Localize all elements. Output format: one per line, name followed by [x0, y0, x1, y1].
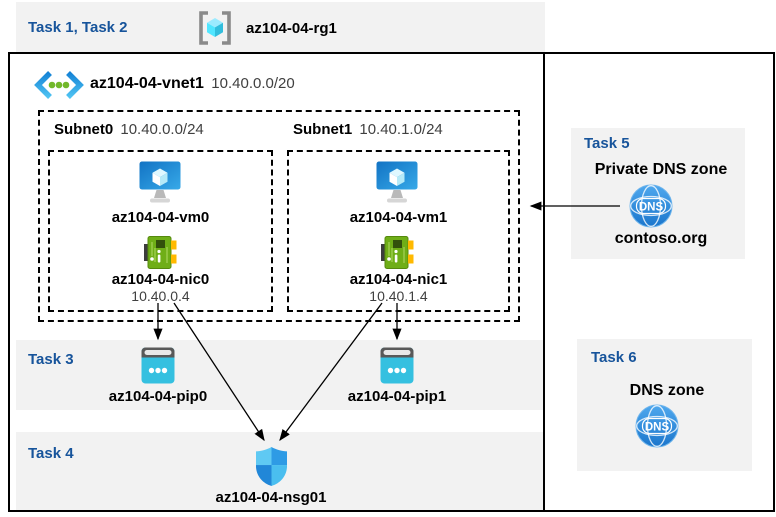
task6-panel: Task 6 DNS zone DNS	[577, 339, 752, 471]
subnets-container	[38, 110, 520, 322]
vm1-label: az104-04-vm1	[349, 209, 448, 226]
vm1-icon	[376, 161, 418, 203]
nic0-ip: 10.40.0.4	[131, 288, 190, 304]
nic1-label: az104-04-nic1	[349, 271, 448, 288]
task6-label: Task 6	[591, 349, 637, 366]
subnet0-cidr: 10.40.0.0/24	[120, 121, 204, 138]
pip1-icon	[380, 347, 414, 384]
nsg-label: az104-04-nsg01	[215, 489, 327, 506]
vm0-icon	[139, 161, 181, 203]
task12-label: Task 1, Task 2	[28, 19, 128, 36]
dns-zone-icon: DNS	[635, 404, 679, 448]
pip0-icon	[141, 347, 175, 384]
subnet1-cidr: 10.40.1.0/24	[359, 121, 443, 138]
subnet1-name: Subnet1	[293, 121, 353, 138]
resource-group-name: az104-04-rg1	[246, 20, 337, 37]
pip1-label: az104-04-pip1	[347, 388, 447, 405]
subnet0-title: Subnet0 10.40.0.0/24	[54, 121, 204, 138]
vnet-cidr: 10.40.0.0/20	[211, 75, 295, 92]
task4-label: Task 4	[28, 445, 74, 462]
private-dns-zone-title: Private DNS zone	[594, 161, 728, 178]
task5-panel: Task 5 Private DNS zone DNS contoso.org	[571, 128, 745, 259]
private-dns-icon-text: DNS	[639, 202, 664, 214]
dns-zone-icon-text: DNS	[645, 422, 670, 434]
resource-group-icon	[199, 11, 231, 45]
subnet0-name: Subnet0	[54, 121, 114, 138]
vnet-name: az104-04-vnet1	[90, 75, 204, 92]
dns-zone-title: DNS zone	[629, 382, 705, 399]
vnet-title: az104-04-vnet1 10.40.0.0/20	[90, 75, 295, 93]
nic0-icon	[144, 236, 177, 269]
vm0-label: az104-04-vm0	[111, 209, 210, 226]
private-dns-icon: DNS	[629, 184, 673, 228]
private-dns-zone-name: contoso.org	[614, 230, 708, 247]
nsg-shield-icon	[255, 447, 288, 486]
subnet0-box	[48, 150, 273, 312]
nic0-label: az104-04-nic0	[111, 271, 210, 288]
pip0-label: az104-04-pip0	[108, 388, 208, 405]
subnet1-title: Subnet1 10.40.1.0/24	[293, 121, 443, 138]
virtual-network-icon	[34, 71, 84, 99]
task12-panel: Task 1, Task 2 az104-04-rg1	[16, 2, 545, 52]
task5-label: Task 5	[584, 135, 630, 152]
nic1-icon	[381, 236, 414, 269]
task3-label: Task 3	[28, 351, 74, 368]
subnet1-box	[287, 150, 510, 312]
nic1-ip: 10.40.1.4	[369, 288, 428, 304]
